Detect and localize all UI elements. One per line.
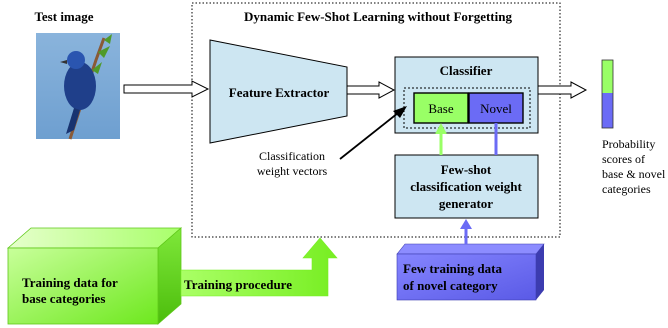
weight-vectors-pointer bbox=[339, 106, 407, 160]
novel-data-line1: Few training data bbox=[403, 261, 502, 276]
output-label-line2: scores of bbox=[602, 152, 645, 166]
base-weights-label: Base bbox=[428, 101, 454, 116]
output-label-line4: categories bbox=[602, 182, 651, 196]
weight-vectors-line2: weight vectors bbox=[257, 164, 328, 178]
test-image-label: Test image bbox=[34, 9, 93, 24]
novel-weights-box bbox=[468, 92, 524, 124]
classifier-to-output-arrow bbox=[537, 81, 588, 99]
base-weights-arrow bbox=[435, 123, 447, 155]
generator-line1: Few-shot bbox=[441, 162, 492, 177]
probability-bar bbox=[601, 59, 614, 129]
image-to-extractor-arrow bbox=[123, 80, 210, 98]
generator-line2: classification weight bbox=[410, 179, 522, 194]
classifier-title: Classifier bbox=[440, 63, 493, 78]
extractor-to-classifier-arrow bbox=[346, 81, 396, 99]
base-data-line2: base categories bbox=[22, 291, 105, 306]
feature-extractor-label: Feature Extractor bbox=[229, 85, 330, 100]
feature-extractor bbox=[209, 39, 348, 144]
weight-vectors-line1: Classification bbox=[259, 149, 325, 163]
weight-generator-box bbox=[394, 154, 539, 219]
training-procedure-label: Training procedure bbox=[184, 277, 292, 292]
base-weights-box bbox=[413, 92, 469, 124]
output-label-line1: Probability bbox=[602, 137, 655, 151]
output-label-line3: base & novel bbox=[602, 167, 666, 181]
novel-training-data-block bbox=[396, 243, 545, 301]
bird-photo bbox=[36, 33, 120, 140]
base-training-data-cube bbox=[6, 227, 183, 325]
novel-weights-label: Novel bbox=[480, 101, 512, 116]
base-data-line1: Training data for bbox=[22, 275, 118, 290]
training-procedure-arrow bbox=[180, 237, 338, 297]
system-title: Dynamic Few-Shot Learning without Forget… bbox=[244, 9, 512, 24]
generator-line3: generator bbox=[439, 196, 493, 211]
novel-data-line2: of novel category bbox=[403, 278, 498, 293]
novel-data-to-generator-arrow bbox=[460, 219, 472, 244]
